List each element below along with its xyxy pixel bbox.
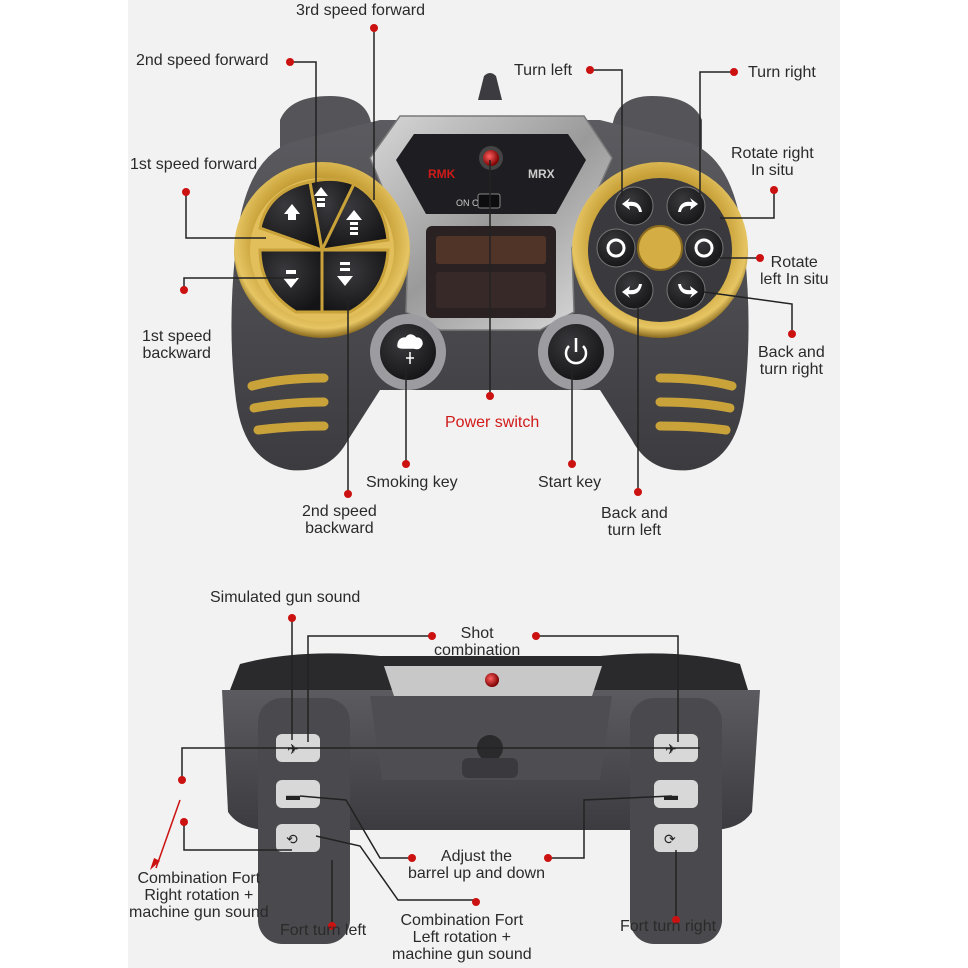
right-buttons xyxy=(596,186,724,310)
label-turn-right: Turn right xyxy=(748,64,816,81)
arrow-down-icon xyxy=(283,270,299,288)
gun-icon: ✈ xyxy=(287,741,299,757)
label-2nd-speed-forward: 2nd speed forward xyxy=(136,52,269,69)
callout-turn-left xyxy=(590,69,623,196)
turn-left-icon xyxy=(622,198,642,212)
label-rotate-right: Rotate right In situ xyxy=(731,145,814,179)
fort-rotate-icon: ⟲ xyxy=(286,831,298,847)
label-power-switch: Power switch xyxy=(445,414,540,431)
label-shot-combination: Shot combination xyxy=(434,625,521,659)
right-grip-stripes xyxy=(655,373,737,435)
bottom-controller: ✈ ▬ ⟲ ✈ ▬ ⟳ xyxy=(222,653,760,944)
callout-combo-left xyxy=(315,835,476,901)
label-start-key: Start key xyxy=(538,474,602,491)
upper-screen xyxy=(396,134,586,214)
rotate-right-button[interactable] xyxy=(684,228,724,268)
on-off-label: ON OFF xyxy=(456,198,490,208)
label-back-turn-right: Back and turn right xyxy=(758,344,825,378)
top-callout-lines xyxy=(183,30,793,492)
power-switch[interactable] xyxy=(477,193,501,209)
double-arrow-down-icon xyxy=(337,262,353,286)
label-adjust-barrel: Adjust the barrel up and down xyxy=(408,848,545,882)
callout-turn-right xyxy=(699,71,734,196)
fort-turn-right-button[interactable] xyxy=(654,824,698,852)
rotate-left-icon xyxy=(606,238,626,258)
callout-fort-left-h xyxy=(183,822,292,851)
red-pointer-arrow xyxy=(150,858,160,870)
fort-rotate-icon-right: ⟳ xyxy=(664,831,676,847)
label-back-turn-left: Back and turn left xyxy=(601,505,668,539)
smoking-key-button[interactable] xyxy=(380,324,436,380)
label-3rd-speed-forward: 3rd speed forward xyxy=(296,2,425,19)
label-1st-speed-forward: 1st speed forward xyxy=(130,156,258,173)
barrel-left-button[interactable] xyxy=(276,780,320,808)
label-fort-turn-right: Fort turn right xyxy=(620,918,717,935)
callout-barrel-left xyxy=(299,795,412,859)
callout-barrel-right xyxy=(548,795,673,859)
callout-shot-right xyxy=(536,635,679,742)
tank-barrel-icon: ▬ xyxy=(286,787,300,803)
callout-rotate-right xyxy=(720,192,775,219)
power-icon xyxy=(564,345,588,365)
label-fort-turn-left: Fort turn left xyxy=(280,922,367,939)
left-grip-stripes xyxy=(247,373,329,435)
brand-right: MRX xyxy=(528,167,555,181)
red-pointer-line xyxy=(155,799,181,869)
callout-shot-left xyxy=(307,635,432,742)
top-controller: RMK MRX ON OFF xyxy=(231,73,749,471)
callout-1st-forward xyxy=(185,192,266,239)
right-grip xyxy=(630,698,722,944)
center-gold-knob xyxy=(637,225,683,271)
rotate-right-icon xyxy=(694,238,714,258)
back-left-icon xyxy=(622,284,642,298)
label-smoking-key: Smoking key xyxy=(366,474,458,491)
bottom-callout-lines xyxy=(181,618,700,924)
bottom-callout-dots xyxy=(178,614,680,930)
power-led xyxy=(483,150,499,166)
gun-icon-right: ✈ xyxy=(665,741,677,757)
callout-2nd-forward xyxy=(290,61,317,188)
second-speed-backward-button[interactable] xyxy=(320,248,390,314)
callout-1st-backward xyxy=(183,277,296,288)
label-simulated-gun-sound: Simulated gun sound xyxy=(210,589,361,606)
rotate-left-button[interactable] xyxy=(596,228,636,268)
double-arrow-up-icon xyxy=(314,187,328,207)
back-right-icon xyxy=(678,284,698,298)
fort-turn-left-button[interactable] xyxy=(276,824,320,852)
label-1st-speed-backward: 1st speed backward xyxy=(142,328,212,362)
triple-arrow-up-icon xyxy=(346,210,362,235)
barrel-right-button[interactable] xyxy=(654,780,698,808)
left-dpad xyxy=(258,177,390,314)
top-callout-dots xyxy=(180,24,796,498)
screen-graphic xyxy=(436,236,546,264)
arrow-up-icon xyxy=(284,204,300,220)
turn-right-icon xyxy=(678,198,698,212)
brand-left: RMK xyxy=(428,167,456,181)
callout-combo-right xyxy=(181,747,700,778)
smoke-icon xyxy=(397,334,423,364)
bottom-led xyxy=(485,673,499,687)
screen-graphic-2 xyxy=(436,272,546,308)
barrel-knob-base xyxy=(462,758,518,778)
callout-back-right xyxy=(703,291,793,334)
label-2nd-speed-backward: 2nd speed backward xyxy=(302,503,377,537)
antenna xyxy=(478,73,502,100)
tank-barrel-icon-right: ▬ xyxy=(664,787,678,803)
label-turn-left: Turn left xyxy=(514,62,573,79)
label-combo-left-rotation: Combination Fort Left rotation + machine… xyxy=(392,912,532,963)
label-rotate-left: Rotate left In situ xyxy=(760,254,829,288)
label-combo-right-rotation: Combination Fort Right rotation + machin… xyxy=(129,870,269,921)
